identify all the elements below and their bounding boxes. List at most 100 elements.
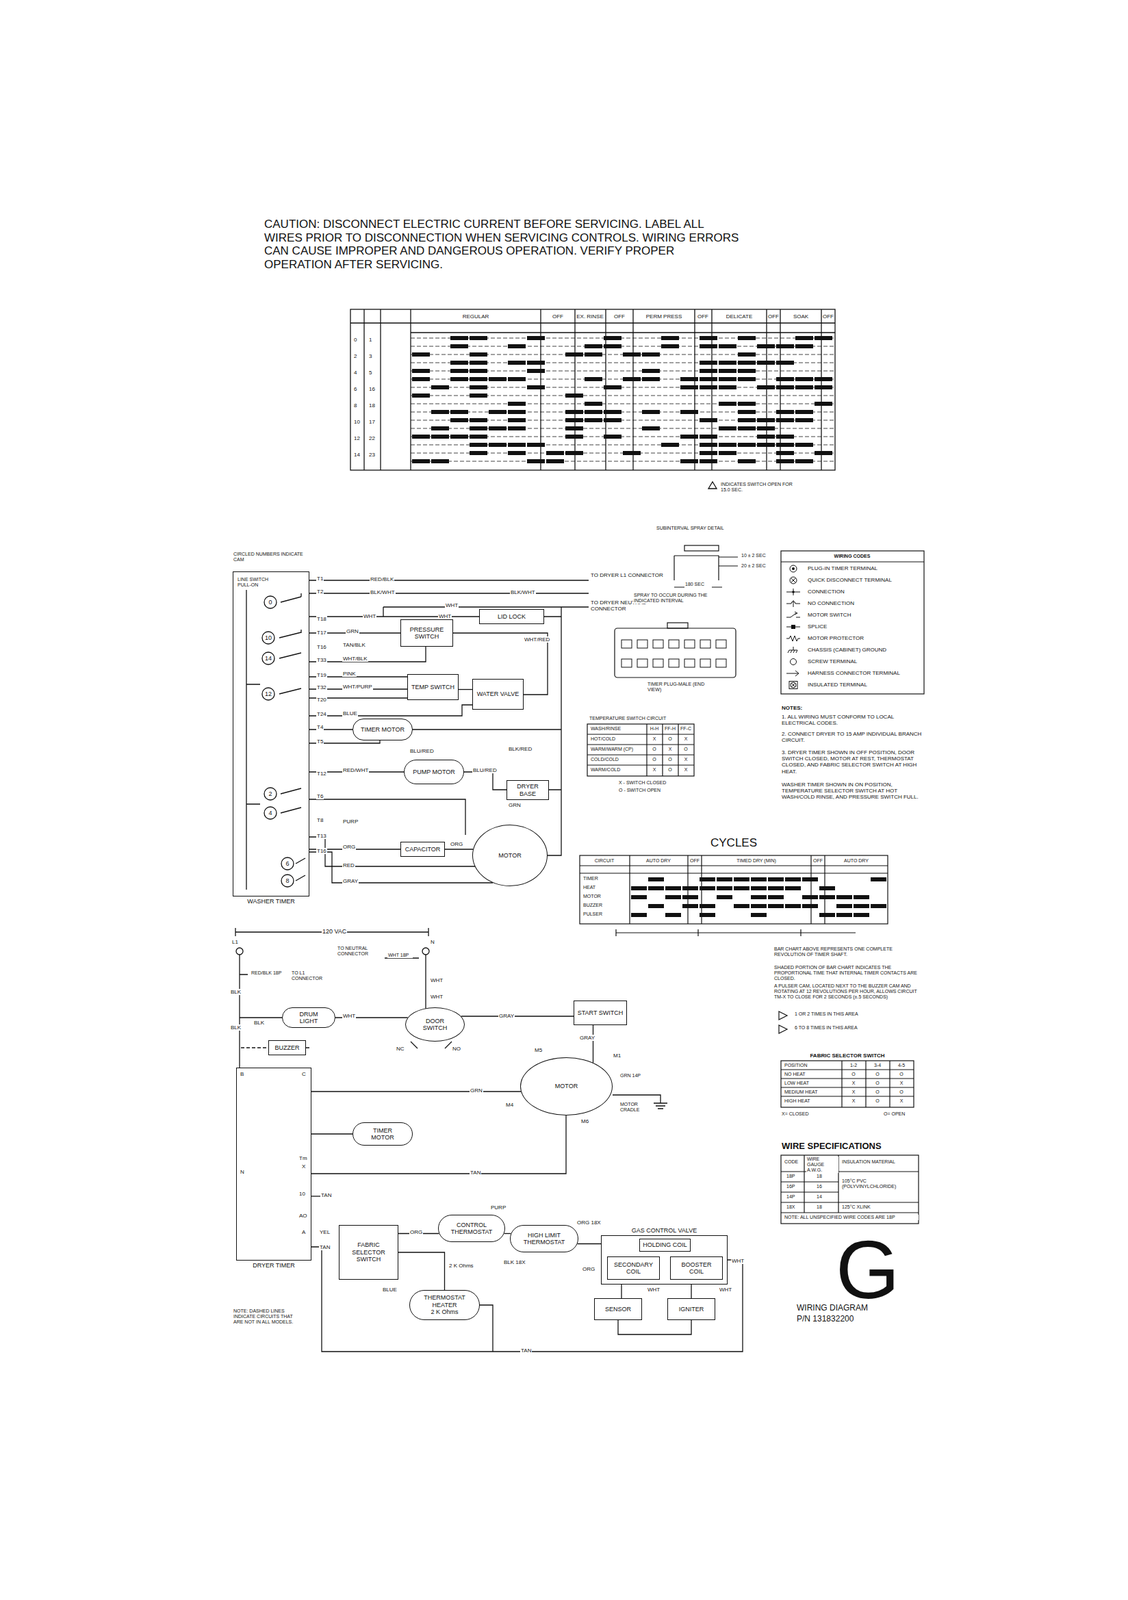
wire — [690, 1284, 692, 1299]
component-label: MOTOR — [555, 1082, 578, 1090]
wire — [786, 613, 801, 618]
table-cell: HOT/COLD — [590, 736, 617, 742]
plug-pin — [684, 659, 695, 668]
contact-bar — [757, 385, 775, 390]
wire-color: NC — [395, 1045, 406, 1053]
contact-bar — [699, 344, 718, 349]
contact-bar — [785, 886, 801, 891]
contact-bar — [699, 904, 716, 909]
contact-bar — [648, 877, 664, 882]
contact-bar — [565, 352, 584, 357]
contact-bar — [665, 895, 682, 900]
wire-color: TO NEUTRAL CONNECTOR — [336, 945, 387, 957]
contact-bar — [699, 434, 718, 439]
table-cell: MOTOR — [582, 893, 602, 900]
wire — [684, 545, 719, 551]
terminal-label: M1 — [612, 1052, 622, 1059]
wire — [540, 309, 822, 471]
wire — [444, 848, 473, 850]
contact-bar — [716, 895, 733, 900]
washer-motor: MOTOR — [472, 824, 548, 887]
component-label: FABRIC SELECTOR SWITCH — [342, 1241, 395, 1263]
detail-label: SPRAY TO OCCUR DURING THE INDICATED INTE… — [633, 592, 724, 604]
wire-color: WHT — [438, 613, 452, 620]
drum-light: DRUM LIGHT — [282, 1007, 336, 1029]
contact-bar — [750, 904, 767, 909]
wire-color: GRN — [345, 628, 360, 635]
cam-number: 23 — [368, 451, 376, 458]
cam-number: 18 — [368, 402, 376, 409]
contact-bar — [795, 344, 814, 349]
cam-number: 4 — [267, 809, 273, 817]
wire — [791, 567, 795, 571]
component-label: DRUM LIGHT — [290, 1010, 328, 1026]
note-text: 1. ALL WIRING MUST CONFORM TO LOCAL ELEC… — [780, 713, 923, 727]
diagram-id: G — [835, 1228, 901, 1311]
contact-bar — [565, 409, 584, 415]
wire-color: WHT — [646, 1286, 661, 1293]
wire — [786, 600, 801, 608]
component-heading: WASHER TIMER — [246, 898, 296, 905]
legend-text: SPLICE — [807, 623, 827, 630]
contact-bar — [527, 360, 545, 365]
plug-pin — [715, 659, 727, 668]
table-cell: O — [683, 746, 688, 753]
wire-color: PINK — [342, 670, 357, 677]
wire — [579, 855, 888, 925]
table-cell: 16P — [785, 1184, 796, 1190]
terminal-label: T13 — [316, 832, 328, 840]
contact-bar — [737, 360, 756, 365]
table-cell: INSULATION MATERIAL — [841, 1159, 918, 1165]
wire-color: PURP — [342, 818, 359, 825]
table-cell: CIRCUIT — [594, 858, 615, 864]
wire — [789, 577, 797, 584]
contact-bar — [750, 913, 767, 918]
legend-symbol — [784, 564, 803, 573]
contact-bar — [767, 886, 784, 891]
dryer-timer: DRYER TIMER — [236, 1067, 312, 1261]
wire-color: TAN — [520, 1347, 532, 1354]
wire — [246, 590, 261, 890]
wire — [311, 1115, 567, 1174]
table-cell: X — [652, 767, 658, 773]
wire-color: WHT/PURP — [342, 683, 374, 690]
contact-bar — [814, 385, 833, 390]
wire-color: TO L1 CONNECTOR — [290, 970, 334, 982]
thermostat-heater: THERMOSTAT HEATER2 K Ohms — [409, 1290, 480, 1321]
legend-row: HARNESS CONNECTOR TERMINAL — [784, 668, 922, 679]
table-cell: AUTO DRY — [843, 858, 870, 864]
wire — [791, 590, 795, 594]
table-cell: 105°C PVC (POLYVINYLCHLORIDE) — [841, 1178, 918, 1190]
legend-text: MOTOR SWITCH — [807, 611, 851, 619]
dryer-wiring — [235, 928, 743, 1352]
contact-bar — [699, 336, 718, 341]
wire — [786, 635, 801, 642]
contact-bar — [699, 913, 716, 918]
note-text: CIRCLED NUMBERS INDICATE CAM — [232, 551, 306, 563]
plug-pin — [637, 639, 648, 649]
table-cell: O= OPEN — [882, 1111, 906, 1118]
contact-bar — [469, 442, 488, 447]
cam-number: 14 — [264, 655, 273, 662]
wire — [789, 565, 797, 573]
contact-bar — [603, 418, 622, 423]
contact-bar — [603, 336, 622, 341]
contact-bar — [527, 459, 545, 464]
contact-bar — [680, 385, 699, 390]
contact-bar — [699, 442, 718, 447]
wire — [789, 681, 798, 690]
contact-bar — [699, 886, 716, 891]
component-label: THERMOSTAT HEATER — [419, 1294, 470, 1309]
legend-symbol — [784, 622, 803, 632]
wire — [262, 687, 275, 701]
contact-bar — [767, 877, 784, 882]
contact-bar — [718, 426, 737, 431]
pump-motor: PUMP MOTOR — [403, 759, 465, 785]
wire — [309, 799, 466, 836]
cam-number: 10 — [264, 634, 273, 642]
contact-bar — [814, 451, 833, 456]
contact-bar — [450, 409, 469, 415]
timer-motor: TIMER MOTOR — [352, 1122, 413, 1146]
contact-bar — [450, 377, 469, 382]
wire-color: WHT — [429, 977, 444, 984]
